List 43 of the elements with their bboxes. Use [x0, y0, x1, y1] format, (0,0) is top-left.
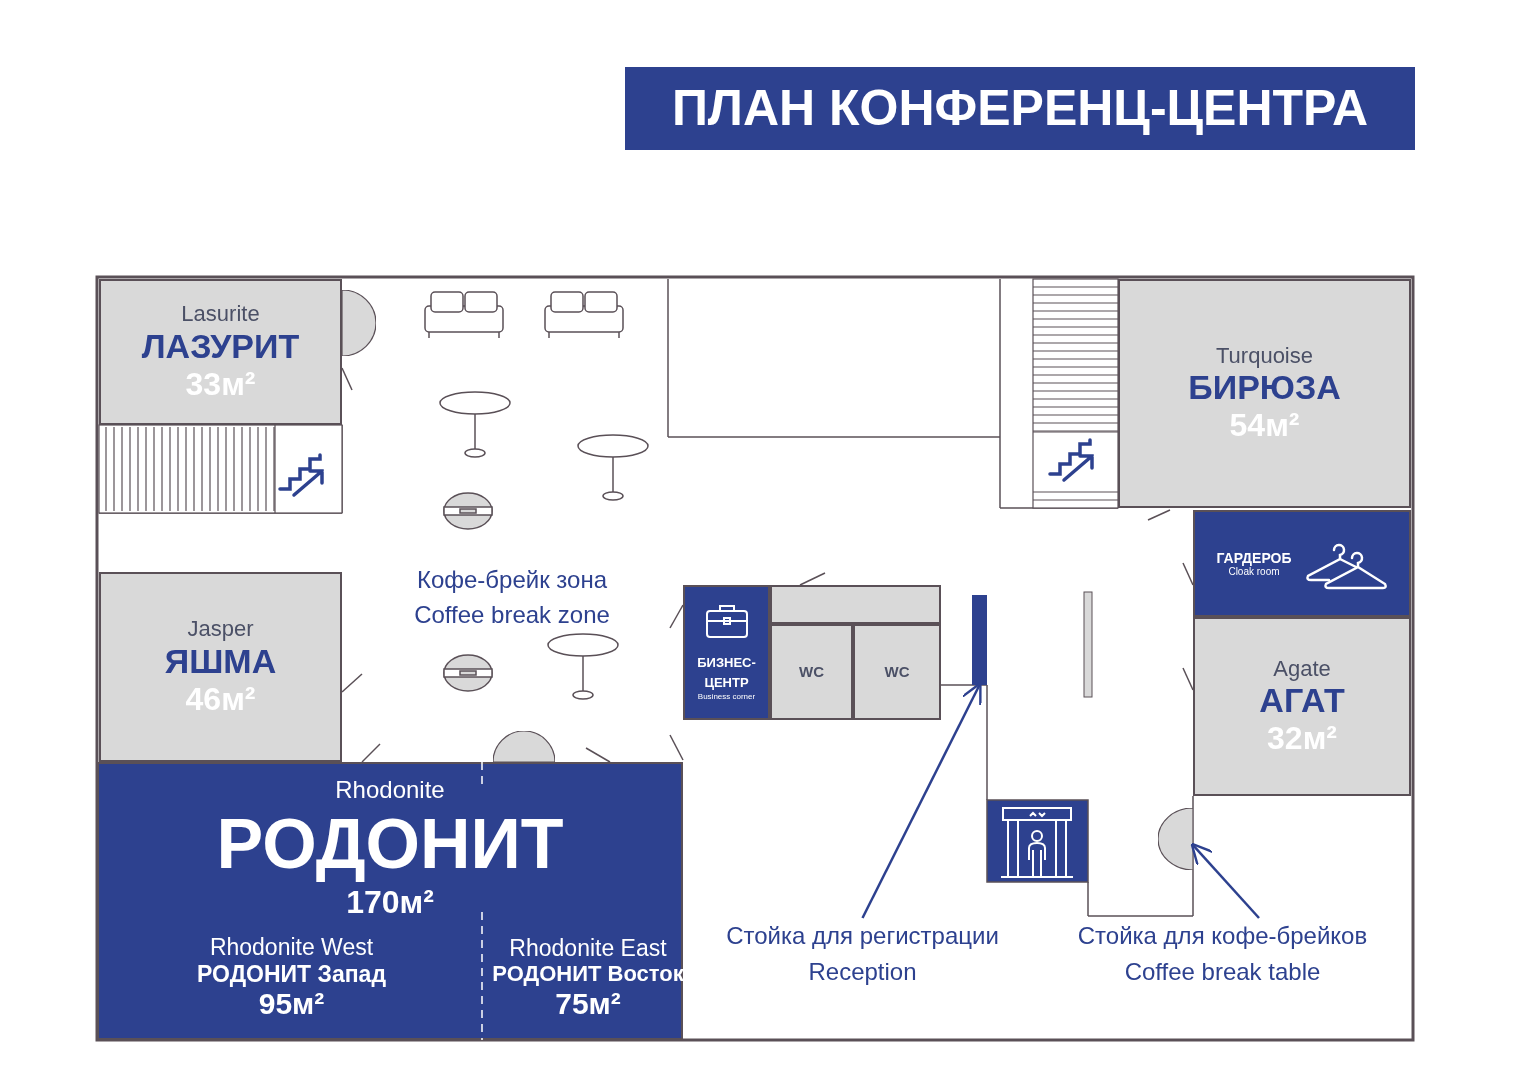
room-name-english: Jasper — [187, 616, 254, 642]
room-area-size: 95м² — [258, 987, 325, 1022]
room-name: РОДОНИТ Запад — [197, 960, 386, 988]
callout-text: Reception — [808, 958, 917, 986]
room-area — [1118, 279, 1411, 508]
room-name-english: Rhodonite — [335, 776, 445, 804]
room-area — [770, 624, 853, 720]
zone-label: Coffee break zone — [413, 601, 611, 629]
room-area-size: 170м² — [346, 884, 434, 921]
room-area-size: 75м² — [555, 986, 621, 1022]
leader-arrow — [861, 682, 982, 919]
room-area — [99, 279, 342, 425]
room-area — [1193, 617, 1411, 796]
zone-label: Кофе-брейк зона — [415, 566, 609, 594]
room-name: ЛАЗУРИТ — [141, 326, 300, 366]
room-name-english: Business corner — [697, 692, 756, 702]
room-name-english: Turquoise — [1216, 342, 1313, 369]
room-name: РОДОНИТ Восток — [492, 961, 684, 987]
room-name: WC — [884, 663, 910, 681]
title: ПЛАН КОНФЕРЕНЦ-ЦЕНТРА — [625, 67, 1415, 150]
room-name: БИРЮЗА — [1188, 368, 1341, 408]
room-name-english: Rhodonite West — [209, 934, 374, 961]
room-area — [97, 762, 683, 1040]
room-area — [853, 624, 941, 720]
room-name-english: Rhodonite East — [509, 934, 667, 962]
callout-text: Стойка для кофе-брейков — [1077, 922, 1368, 950]
room-name: АГАТ — [1259, 681, 1345, 721]
room-name: ГАРДЕРОБ — [1216, 549, 1292, 566]
reception-desk — [972, 595, 987, 685]
leader-arrow — [1190, 842, 1260, 919]
room-name: РОДОНИТ — [216, 803, 564, 885]
room-area — [99, 572, 342, 762]
callout-text: Стойка для регистрации — [726, 922, 999, 950]
room-area — [683, 585, 770, 720]
room-area — [770, 585, 941, 624]
callout-text: Coffee break table — [1124, 958, 1321, 986]
room-name-english: Cloak room — [1228, 565, 1280, 578]
room-name: ЯШМА — [164, 641, 277, 681]
room-name: WC — [799, 663, 824, 681]
room-name: БИЗНЕС-ЦЕНТР — [696, 654, 757, 692]
room-name-english: Agate — [1273, 655, 1331, 682]
room-area — [1193, 510, 1411, 617]
room-name-english: Lasurite — [181, 301, 260, 327]
